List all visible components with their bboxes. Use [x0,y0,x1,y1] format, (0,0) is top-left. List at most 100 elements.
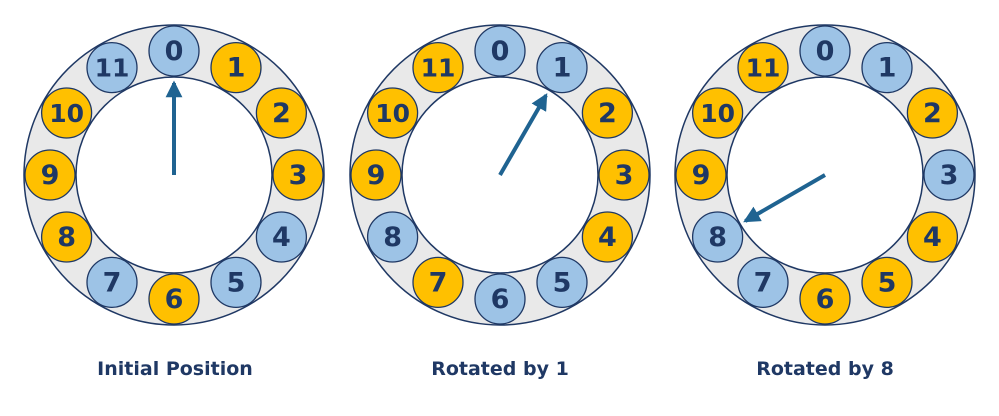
node-label: 6 [165,284,184,315]
node-10: 10 [40,87,93,139]
node-6: 6 [474,273,526,325]
node-10: 10 [366,87,419,139]
node-9: 9 [24,149,76,201]
node-1: 1 [861,41,913,94]
node-7: 7 [412,256,464,309]
node-label: 10 [49,99,84,128]
node-circle [366,211,419,263]
node-label: 9 [41,160,60,191]
node-8: 8 [366,211,419,263]
node-label: 11 [95,54,130,83]
node-circle [675,149,727,201]
node-circle [691,211,744,263]
node-circle [598,149,650,201]
node-circle [737,256,789,309]
node-circle [210,256,262,309]
node-circle [148,273,200,325]
node-label: 9 [692,160,711,191]
node-5: 5 [536,256,588,309]
node-9: 9 [350,149,402,201]
node-circle [40,211,93,263]
node-4: 4 [581,211,634,263]
node-circle [861,41,913,94]
node-label: 1 [227,53,246,84]
node-1: 1 [536,41,588,94]
node-circle [691,87,744,139]
node-circle [474,25,526,77]
node-label: 10 [700,99,735,128]
node-label: 8 [57,222,76,253]
node-label: 8 [383,222,402,253]
node-circle [412,256,464,309]
node-3: 3 [598,149,650,201]
node-circle [536,256,588,309]
caption-rotated-by-8: Rotated by 8 [756,358,894,380]
node-label: 11 [421,54,456,83]
node-label: 2 [598,98,617,129]
node-circle [737,41,789,94]
node-label: 5 [553,267,572,298]
pointer-arrow [498,93,548,177]
node-7: 7 [737,256,789,309]
node-10: 10 [691,87,744,139]
node-label: 5 [227,267,246,298]
node-11: 11 [412,41,464,94]
node-circle [24,149,76,201]
node-11: 11 [737,41,789,94]
node-6: 6 [148,273,200,325]
node-circle [86,41,138,94]
node-4: 4 [906,211,959,263]
dial-initial-position: 012 3 45 6 78 9 10 11 [23,24,325,326]
node-circle [86,256,138,309]
node-circle [350,149,402,201]
node-label: 3 [940,160,959,191]
node-6: 6 [799,273,851,325]
node-circle [581,211,634,263]
caption-rotated-by-1: Rotated by 1 [431,358,569,380]
node-7: 7 [86,256,138,309]
node-label: 1 [878,53,897,84]
node-0: 0 [799,25,851,77]
caption-initial-position: Initial Position [97,358,253,380]
node-circle [906,87,959,139]
node-label: 0 [491,36,510,67]
node-label: 3 [289,160,308,191]
node-circle [536,41,588,94]
node-label: 4 [923,222,942,253]
node-circle [272,149,324,201]
node-label: 4 [598,222,617,253]
node-circle [474,273,526,325]
node-label: 0 [816,36,835,67]
node-9: 9 [675,149,727,201]
node-4: 4 [255,211,308,263]
node-circle [148,25,200,77]
node-3: 3 [272,149,324,201]
node-circle [366,87,419,139]
node-circle [799,25,851,77]
node-2: 2 [255,87,308,139]
node-label: 7 [754,267,773,298]
node-label: 7 [103,267,122,298]
node-2: 2 [906,87,959,139]
node-0: 0 [474,25,526,77]
node-label: 9 [367,160,386,191]
node-8: 8 [691,211,744,263]
node-0: 0 [148,25,200,77]
node-circle [255,87,308,139]
node-circle [412,41,464,94]
node-circle [906,211,959,263]
node-label: 8 [708,222,727,253]
node-5: 5 [210,256,262,309]
node-label: 3 [615,160,634,191]
node-circle [799,273,851,325]
node-circle [210,41,262,94]
node-3: 3 [923,149,975,201]
node-11: 11 [86,41,138,94]
node-circle [255,211,308,263]
node-1: 1 [210,41,262,94]
node-circle [581,87,634,139]
node-label: 6 [816,284,835,315]
